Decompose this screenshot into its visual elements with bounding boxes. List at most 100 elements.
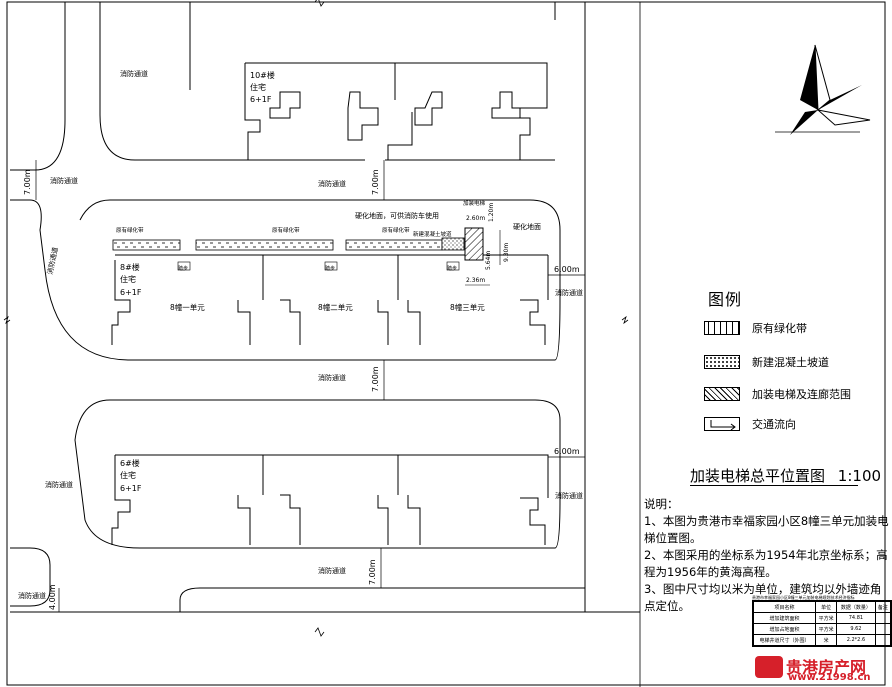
step-2 (324, 261, 338, 271)
green-belt-3 (345, 239, 443, 251)
b10-use: 住宅 (250, 82, 266, 92)
table-row: 电梯井道尺寸（外围） 米 2.2*2.6 (752, 634, 892, 646)
curb-west-mid (10, 199, 555, 361)
dim-236: 2.36m (466, 277, 485, 284)
table-row: 增加占地面积 平方米 9.62 (752, 623, 892, 635)
fire-lane-3: 消防通道 (318, 179, 346, 188)
table-header: 项目名称 (752, 601, 817, 613)
elevator-area (464, 227, 484, 261)
table-header: 单位 (815, 601, 838, 613)
fire-lane-5: 消防通道 (318, 566, 346, 575)
fire-lane-8: 消防通道 (555, 288, 583, 297)
fire-lane-7: 消防通道 (45, 480, 73, 489)
table-row: 增加建筑面积 平方米 74.81 (752, 612, 892, 624)
new-ramp (441, 237, 465, 251)
step-label-1: 踏步 (178, 265, 188, 272)
legend-label-green: 原有绿化带 (752, 322, 807, 335)
green-belts (112, 239, 443, 251)
b10-floors: 6+1F (250, 95, 272, 104)
unit-3-label: 8幢三单元 (450, 302, 485, 312)
note-1: 1、本图为贵港市幸福家园小区8幢三单元加装电梯位置图。 (644, 514, 889, 545)
building-8 (111, 254, 549, 345)
dim-700-a: 7.00m (23, 169, 32, 195)
green-label-1: 原有绿化带 (116, 226, 144, 234)
dim-930: 9.30m (503, 243, 510, 262)
legend-label-ramp: 新建混凝土坡道 (752, 356, 829, 369)
curb-north-a (99, 2, 365, 161)
legend-item-traffic: 交通流向 (704, 414, 796, 434)
legend-title: 图例 (708, 290, 743, 309)
title-underline (690, 485, 858, 486)
building-10 (244, 62, 548, 160)
table-caption: 贵港市幸福家园小区8幢三单元加装电梯规划技术经济指标 (752, 595, 855, 600)
green-belt-1 (112, 239, 181, 251)
indicator-table: 项目名称 单位 数据（数量） 备注 增加建筑面积 平方米 74.81 增加占地面… (752, 600, 892, 647)
dim-700-b: 7.00m (371, 169, 380, 195)
table-cell: 74.81 (836, 612, 876, 624)
curb-southwest (10, 547, 51, 607)
table-cell (874, 623, 892, 635)
drawing-scale: 1:100 (837, 467, 882, 485)
block-8-outline (79, 199, 561, 361)
unit-2-label: 8幢二单元 (318, 302, 353, 312)
unit-1-label: 8幢一单元 (170, 302, 205, 312)
north-arrow-icon (775, 44, 871, 135)
dim-600-b: 6.00m (554, 447, 580, 456)
elevator-hatch-swatch (704, 387, 740, 401)
b10-name: 10#楼 (250, 70, 275, 80)
table-header-row: 项目名称 单位 数据（数量） 备注 (752, 601, 892, 613)
b6-floors: 6+1F (120, 484, 142, 493)
dim-260: 2.60m (466, 215, 485, 222)
break-mark-right (621, 315, 629, 325)
watermark: 贵港房产网 (755, 656, 866, 678)
ramp-label: 新建混凝土坡道 (413, 230, 452, 238)
fire-lane-6: 消防通道 (18, 591, 46, 600)
notes: 说明： 1、本图为贵港市幸福家园小区8幢三单元加装电梯位置图。 2、本图采用的坐… (644, 496, 890, 615)
step-label-3: 踏步 (447, 265, 457, 272)
traffic-flow-icon (704, 417, 740, 431)
b8-name: 8#楼 (120, 262, 140, 272)
elephant-logo-icon (755, 656, 783, 678)
curb-south (179, 587, 585, 612)
dim-700-d: 7.00m (368, 559, 377, 585)
notes-title: 说明： (644, 497, 679, 511)
road-edges (10, 2, 640, 613)
dim-700-c: 7.00m (371, 366, 380, 392)
drawing-title-text: 加装电梯总平位置图 (690, 467, 826, 485)
hard-ground-fire-label: 硬化地面，可供消防车使用 (355, 211, 439, 220)
table-cell: 增加占地面积 (752, 623, 817, 635)
dim-120: 1.20m (488, 203, 495, 222)
legend-item-ramp: 新建混凝土坡道 (704, 352, 829, 372)
note-3: 3、图中尺寸均以米为单位，建筑均以外墙迹角点定位。 (644, 582, 882, 613)
step-3 (446, 261, 460, 271)
hard-ground-label: 硬化地面 (513, 222, 541, 231)
watermark-url: www.21998.cn (788, 672, 871, 683)
b6-name: 6#楼 (120, 458, 140, 468)
table-cell: 电梯井道尺寸（外围） (752, 634, 817, 646)
note-2: 2、本图采用的坐标系为1954年北京坐标系；高程为1956年的黄海高程。 (644, 548, 888, 579)
green-label-2: 原有绿化带 (272, 226, 300, 234)
concrete-ramp-swatch (704, 355, 740, 369)
sheet-frame (6, 1, 886, 686)
legend-item-elevator: 加装电梯及连廊范围 (704, 384, 851, 404)
table-cell (874, 634, 892, 646)
table-cell: 米 (815, 634, 838, 646)
block-6-outline (74, 399, 561, 549)
dimension-lines (35, 160, 585, 612)
break-mark-left (3, 315, 11, 325)
dim-564: 5.64m (485, 251, 492, 270)
dim-600-a: 6.00m (554, 265, 580, 274)
table-cell: 2.2*2.6 (836, 634, 876, 646)
drawing-title: 加装电梯总平位置图 1:100 (690, 465, 881, 486)
table-header: 数据（数量） (836, 601, 876, 613)
legend-label-elevator: 加装电梯及连廊范围 (752, 388, 851, 401)
legend-item-green: 原有绿化带 (704, 318, 807, 338)
fire-lane-2: 消防通道 (50, 176, 78, 185)
building-6 (111, 454, 549, 545)
table-cell: 9.62 (836, 623, 876, 635)
fire-lane-9: 消防通道 (555, 491, 583, 500)
elevator-label: 加装电梯 (463, 199, 486, 207)
table-cell: 平方米 (815, 612, 838, 624)
fire-lane-1: 消防通道 (120, 69, 148, 78)
